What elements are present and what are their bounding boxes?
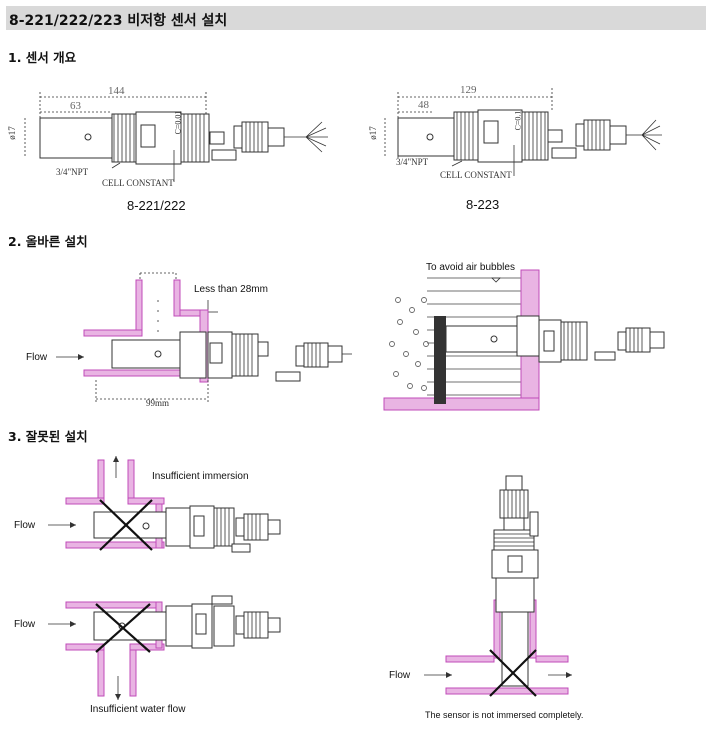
avoid-air-label: To avoid air bubbles xyxy=(426,262,515,273)
dia-right: ø17 xyxy=(367,126,378,140)
section-overview-heading: 1. 센서 개요 xyxy=(8,50,77,65)
caption-8-221-222: 8-221/222 xyxy=(127,198,186,213)
wrong-install-immersion xyxy=(48,456,281,553)
section-correct-heading: 2. 올바른 설치 xyxy=(8,234,88,249)
dim-body-right: 48 xyxy=(418,99,429,111)
dim-body-left: 63 xyxy=(70,100,81,112)
dia-left: ø17 xyxy=(6,126,17,140)
npt-right: 3/4"NPT xyxy=(396,157,429,167)
flow-label-wrong-1: Flow xyxy=(14,520,36,531)
caption-8-223: 8-223 xyxy=(466,197,500,212)
correct-tank-installation xyxy=(383,269,665,411)
correct-tee-installation xyxy=(56,272,352,404)
insufficient-immersion-label: Insufficient immersion xyxy=(152,471,249,482)
marking-left: C=0.01 xyxy=(173,110,183,135)
cell-constant-right: CELL CONSTANT xyxy=(440,170,512,180)
not-immersed-label: The sensor is not immersed completely. xyxy=(425,710,584,720)
sensor-drawing-8-223 xyxy=(384,88,662,176)
flow-label-wrong-2: Flow xyxy=(14,619,36,630)
wrong-install-flow xyxy=(48,595,281,700)
title-bar xyxy=(6,6,706,30)
dim-total-right: 129 xyxy=(460,84,477,96)
insufficient-flow-label: Insufficient water flow xyxy=(90,704,186,715)
length-label: 99mm xyxy=(146,398,170,408)
dim-total-left: 144 xyxy=(108,85,125,97)
sensor-drawing-8-221 xyxy=(24,92,328,182)
section-wrong-heading: 3. 잘못된 설치 xyxy=(8,429,88,444)
wrong-install-vertical xyxy=(424,475,572,697)
npt-left: 3/4"NPT xyxy=(56,167,89,177)
page-title: 8-221/222/223 비저항 센서 설치 xyxy=(9,13,228,29)
less-than-label: Less than 28mm xyxy=(194,284,268,295)
marking-right: C=0.1 xyxy=(513,110,523,131)
flow-label-correct: Flow xyxy=(26,352,48,363)
flow-label-wrong-3: Flow xyxy=(389,670,411,681)
cell-constant-left: CELL CONSTANT xyxy=(102,178,174,188)
